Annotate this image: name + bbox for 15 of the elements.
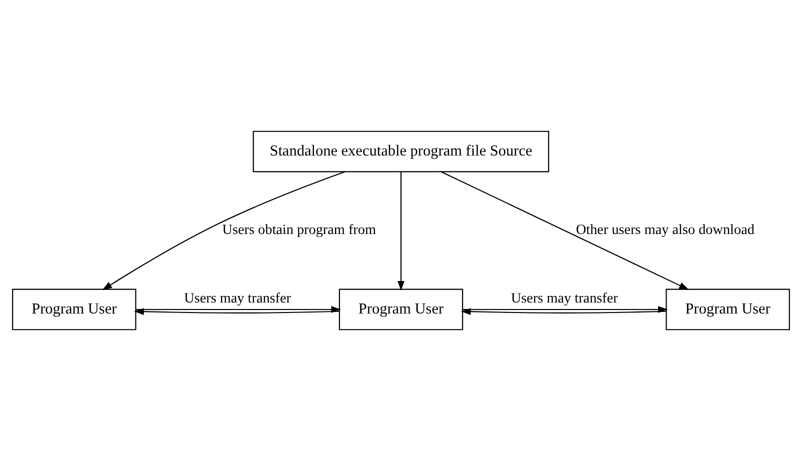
node-box: Program User (338, 288, 464, 330)
arrow (134, 308, 340, 314)
node-box: Program User (12, 288, 136, 330)
node-box: Program User (666, 288, 790, 330)
edge-label: Users may transfer (510, 290, 618, 306)
edge-label: Users may transfer (184, 290, 292, 306)
arrow (462, 306, 668, 312)
arrow (398, 171, 404, 290)
edge-label: Users obtain program from (222, 222, 376, 238)
arrow (460, 308, 666, 314)
node-box: Standalone executable program file Source (252, 130, 550, 172)
edge-label: Other users may also download (576, 222, 754, 238)
arrow (136, 306, 342, 312)
arrow (102, 170, 346, 290)
arrow (440, 170, 689, 290)
